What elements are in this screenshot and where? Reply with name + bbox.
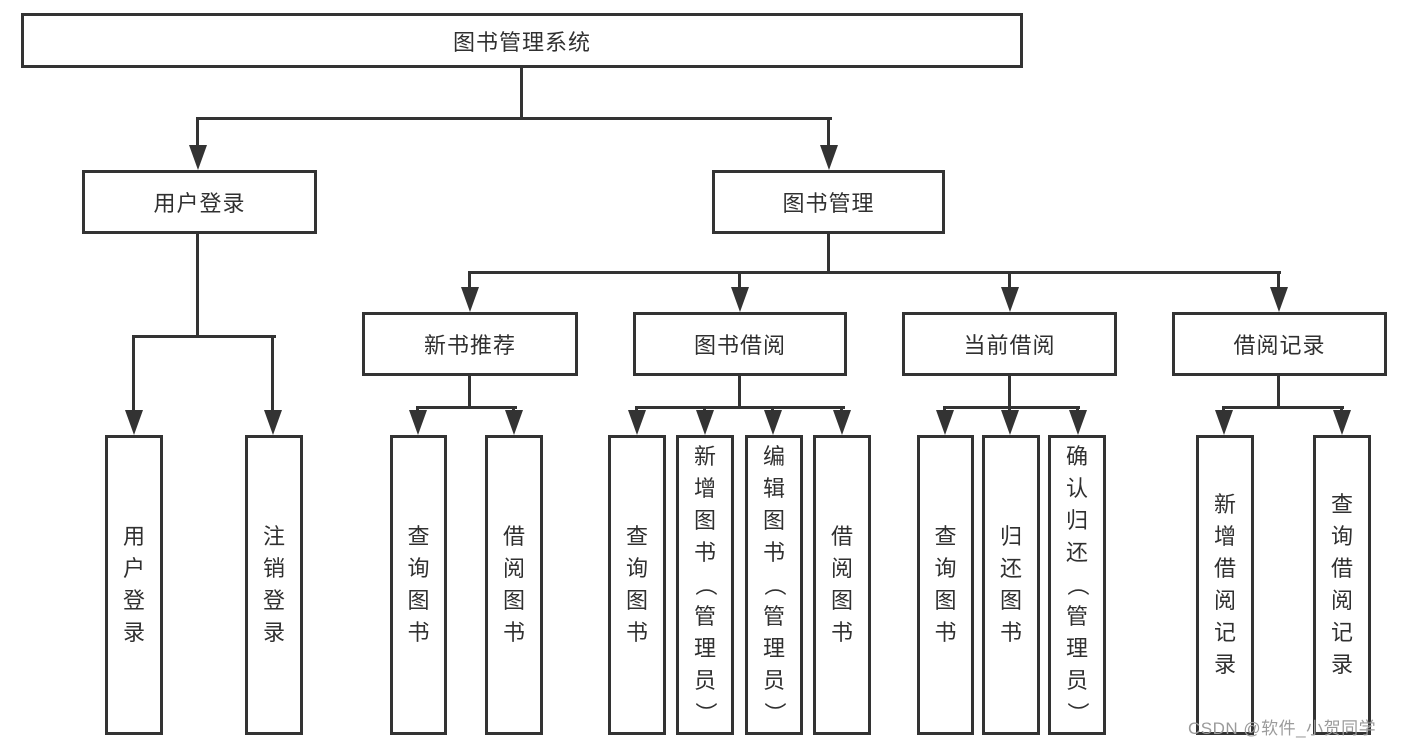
node-user-login-leaf-label: 用户登录 bbox=[122, 524, 145, 645]
node-book-management-label: 图书管理 bbox=[782, 191, 875, 216]
connector-line bbox=[468, 374, 471, 408]
connector-line bbox=[271, 335, 274, 415]
node-add-borrow-record-label: 新增借阅记录 bbox=[1213, 492, 1236, 677]
node-user-login-leaf: 用户登录 bbox=[105, 435, 163, 735]
node-root-label: 图书管理系统 bbox=[452, 29, 591, 55]
connector-line bbox=[827, 232, 830, 273]
node-new-book-recommend-label: 新书推荐 bbox=[423, 333, 516, 358]
node-return-book-label: 归还图书 bbox=[999, 524, 1022, 645]
connector-line bbox=[468, 271, 1281, 274]
arrow-down-icon bbox=[1069, 410, 1087, 435]
connector-line bbox=[1277, 374, 1280, 408]
connector-line bbox=[1222, 406, 1344, 409]
node-add-borrow-record: 新增借阅记录 bbox=[1196, 435, 1254, 735]
node-root: 图书管理系统 bbox=[21, 13, 1023, 68]
node-query-book-3: 查询图书 bbox=[917, 435, 974, 735]
connector-line bbox=[635, 406, 845, 409]
node-confirm-return-admin: 确认归还（管理员） bbox=[1048, 435, 1106, 735]
arrow-down-icon bbox=[1001, 287, 1019, 312]
node-new-book-recommend: 新书推荐 bbox=[362, 312, 578, 376]
arrow-down-icon bbox=[936, 410, 954, 435]
arrow-down-icon bbox=[1333, 410, 1351, 435]
node-edit-book-admin-label: 编辑图书（管理员） bbox=[761, 444, 787, 725]
connector-line bbox=[738, 373, 741, 408]
node-edit-book-admin: 编辑图书（管理员） bbox=[745, 435, 803, 735]
connector-line bbox=[196, 117, 832, 120]
node-query-book-3-label: 查询图书 bbox=[934, 524, 957, 645]
node-user-login: 用户登录 bbox=[82, 170, 317, 234]
node-add-book-admin: 新增图书（管理员） bbox=[676, 435, 734, 735]
arrow-down-icon bbox=[820, 145, 838, 170]
node-query-book-1-label: 查询图书 bbox=[407, 524, 430, 645]
node-book-borrow-label: 图书借阅 bbox=[693, 333, 786, 358]
node-confirm-return-admin-label: 确认归还（管理员） bbox=[1064, 444, 1090, 725]
node-user-login-label: 用户登录 bbox=[153, 191, 246, 216]
node-query-book-1: 查询图书 bbox=[390, 435, 447, 735]
connector-line bbox=[1277, 271, 1280, 293]
node-query-book-2-label: 查询图书 bbox=[625, 524, 648, 645]
connector-line bbox=[468, 271, 471, 293]
arrow-down-icon bbox=[1215, 410, 1233, 435]
watermark-text: CSDN @软件_小贺同学 bbox=[1188, 719, 1377, 738]
connector-line bbox=[416, 406, 517, 409]
arrow-down-icon bbox=[125, 410, 143, 435]
arrow-down-icon bbox=[764, 410, 782, 435]
node-borrow-records: 借阅记录 bbox=[1172, 312, 1387, 376]
node-logout: 注销登录 bbox=[245, 435, 303, 735]
arrow-down-icon bbox=[731, 287, 749, 312]
arrow-down-icon bbox=[409, 410, 427, 435]
arrow-down-icon bbox=[1270, 287, 1288, 312]
connector-line bbox=[196, 117, 199, 151]
connector-line bbox=[520, 66, 523, 118]
arrow-down-icon bbox=[505, 410, 523, 435]
node-add-book-admin-label: 新增图书（管理员） bbox=[692, 444, 718, 725]
connector-line bbox=[196, 231, 199, 337]
node-current-borrow: 当前借阅 bbox=[902, 312, 1117, 376]
arrow-down-icon bbox=[696, 410, 714, 435]
node-query-book-2: 查询图书 bbox=[608, 435, 666, 735]
connector-line bbox=[943, 406, 1080, 409]
node-query-borrow-record-label: 查询借阅记录 bbox=[1330, 492, 1353, 677]
arrow-down-icon bbox=[461, 287, 479, 312]
arrow-down-icon bbox=[1001, 410, 1019, 435]
node-borrow-book-1: 借阅图书 bbox=[485, 435, 543, 735]
node-book-management: 图书管理 bbox=[712, 170, 945, 234]
arrow-down-icon bbox=[628, 410, 646, 435]
connector-line bbox=[1008, 373, 1011, 408]
node-borrow-records-label: 借阅记录 bbox=[1233, 333, 1326, 358]
node-current-borrow-label: 当前借阅 bbox=[963, 333, 1056, 358]
connector-line bbox=[738, 271, 741, 293]
connector-line bbox=[827, 117, 830, 151]
node-borrow-book-2-label: 借阅图书 bbox=[830, 524, 853, 645]
connector-line bbox=[1008, 271, 1011, 293]
arrow-down-icon bbox=[833, 410, 851, 435]
node-book-borrow: 图书借阅 bbox=[633, 312, 847, 376]
node-borrow-book-1-label: 借阅图书 bbox=[502, 524, 525, 645]
node-query-borrow-record: 查询借阅记录 bbox=[1313, 435, 1371, 735]
arrow-down-icon bbox=[264, 410, 282, 435]
connector-line bbox=[132, 335, 276, 338]
node-borrow-book-2: 借阅图书 bbox=[813, 435, 871, 735]
node-return-book: 归还图书 bbox=[982, 435, 1040, 735]
connector-line bbox=[132, 335, 135, 415]
arrow-down-icon bbox=[189, 145, 207, 170]
node-logout-label: 注销登录 bbox=[262, 524, 285, 645]
